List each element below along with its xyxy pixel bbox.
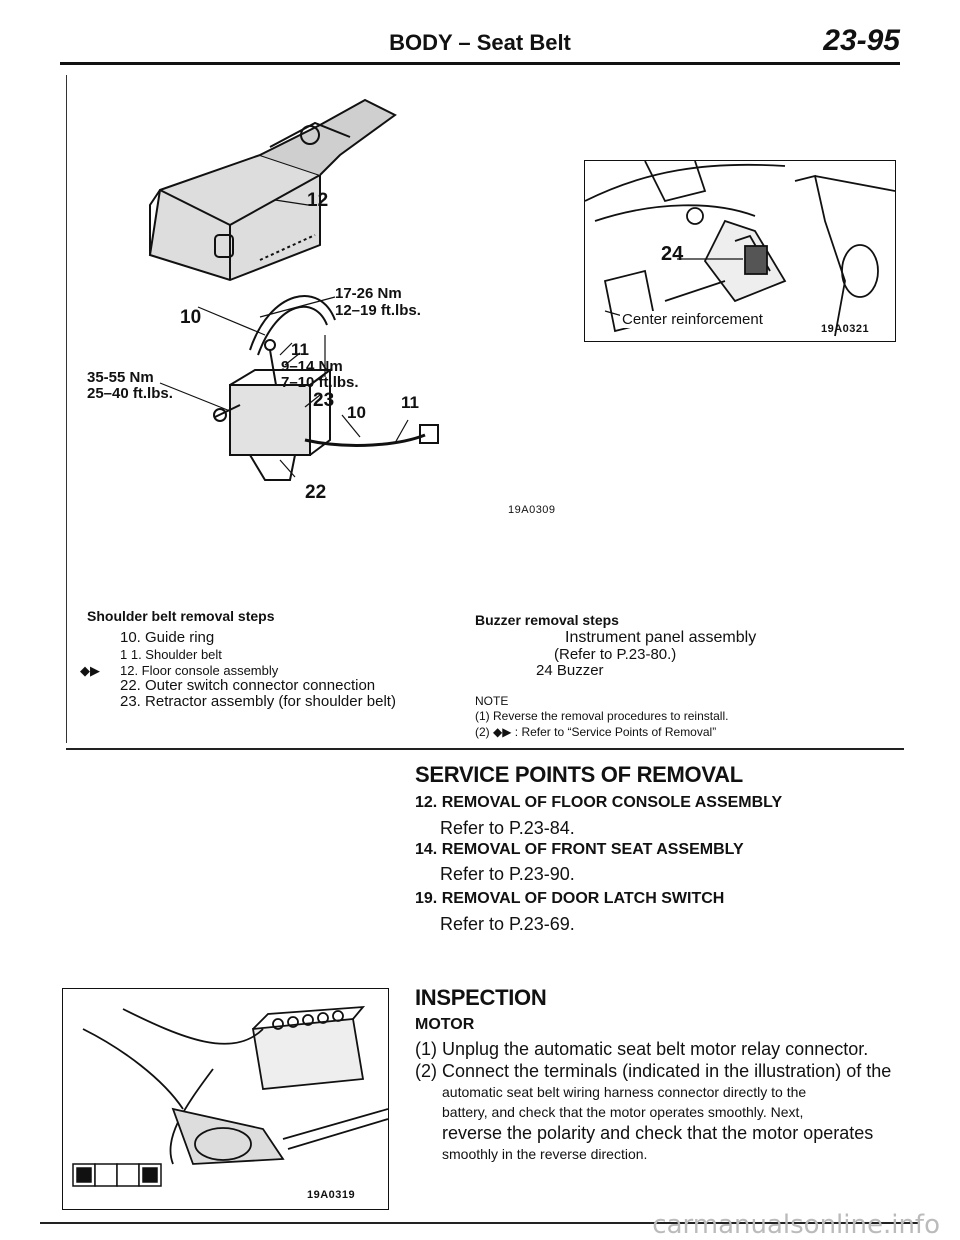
callout-torque-9-14: 9–14 Nm [281, 358, 343, 375]
inspection-sub-motor: MOTOR [415, 1016, 475, 1033]
page-title: BODY – Seat Belt [389, 30, 571, 55]
shoulder-step-12: 12. Floor console assembly [120, 663, 279, 678]
figure-code-left: 19A0309 [508, 504, 556, 516]
callout-24: 24 [661, 243, 684, 265]
shoulder-step-11: 1 1. Shoulder belt [120, 647, 222, 662]
buzzer-steps-heading: Buzzer removal steps [475, 612, 619, 628]
service-point-marker: ◆▶ [80, 663, 100, 678]
figure-code-bottom: 19A0319 [307, 1189, 356, 1201]
callout-10-left: 10 [180, 307, 202, 328]
callout-torque-35-55: 35-55 Nm [87, 369, 154, 386]
buzzer-step-refer: (Refer to P.23-80.) [554, 646, 677, 663]
service-item-14-ref: Refer to P.23-90. [440, 864, 575, 884]
motor-test-figure: 19A0319 [62, 988, 389, 1210]
callout-23: 23 [313, 390, 335, 411]
service-item-12-title: 12. REMOVAL OF FLOOR CONSOLE ASSEMBLY [415, 794, 783, 811]
inspection-step-2-line4: reverse the polarity and check that the … [442, 1123, 874, 1143]
service-item-19-title: 19. REMOVAL OF DOOR LATCH SWITCH [415, 890, 725, 907]
figure-code-right: 19A0321 [821, 323, 870, 335]
shoulder-step-22: 22. Outer switch connector connection [120, 677, 376, 694]
center-reinforcement-label: Center reinforcement [620, 311, 765, 328]
callout-torque-12-19: 12–19 ft.lbs. [335, 302, 421, 319]
buzzer-step-24: 24 Buzzer [536, 662, 604, 679]
callout-11-top: 11 [291, 340, 309, 359]
callout-10-mid: 10 [347, 403, 366, 422]
callout-12-top: 12 [307, 190, 329, 211]
watermark: carmanualsonline.info [652, 1210, 940, 1240]
shoulder-steps-heading: Shoulder belt removal steps [87, 608, 275, 624]
inspection-step-2-line5: smoothly in the reverse direction. [442, 1146, 648, 1162]
note-1: (1) Reverse the removal procedures to re… [475, 709, 729, 723]
callout-torque-7-10: 7–10 ft.lbs. [281, 374, 359, 391]
bottom-rule [40, 1222, 920, 1224]
buzzer-step-instrument-panel: Instrument panel assembly [565, 629, 757, 646]
battery-motor-illustration [72, 1005, 388, 1187]
inspection-step-2-line2: automatic seat belt wiring harness conne… [442, 1084, 807, 1100]
service-points-heading: SERVICE POINTS OF REMOVAL [415, 762, 743, 787]
note-2: (2) ◆▶ : Refer to “Service Points of Rem… [475, 725, 717, 739]
inspection-heading: INSPECTION [415, 985, 547, 1010]
inspection-step-1: (1) Unplug the automatic seat belt motor… [415, 1039, 869, 1059]
buzzer-location-figure: 24 Center reinforcement 19A0321 [584, 160, 896, 342]
callout-torque-25-40: 25–40 ft.lbs. [87, 385, 173, 402]
inspection-step-2-line1: (2) Connect the terminals (indicated in … [415, 1061, 892, 1081]
service-item-12-ref: Refer to P.23-84. [440, 818, 575, 838]
inspection-step-2-line3: battery, and check that the motor operat… [442, 1104, 804, 1120]
page-number: 23-95 [823, 24, 900, 57]
note-label: NOTE [475, 694, 509, 708]
shoulder-step-23: 23. Retractor assembly (for shoulder bel… [120, 693, 396, 710]
left-margin-line [66, 75, 67, 743]
console-retractor-illustration [148, 98, 439, 481]
callout-11-right: 11 [401, 393, 419, 412]
callout-22: 22 [305, 482, 327, 503]
section-rule [66, 748, 904, 750]
service-item-19-ref: Refer to P.23-69. [440, 914, 575, 934]
service-item-14-title: 14. REMOVAL OF FRONT SEAT ASSEMBLY [415, 841, 744, 858]
header-rule [60, 62, 900, 65]
shoulder-step-10: 10. Guide ring [120, 629, 215, 646]
callout-torque-17-26: 17-26 Nm [335, 285, 402, 302]
